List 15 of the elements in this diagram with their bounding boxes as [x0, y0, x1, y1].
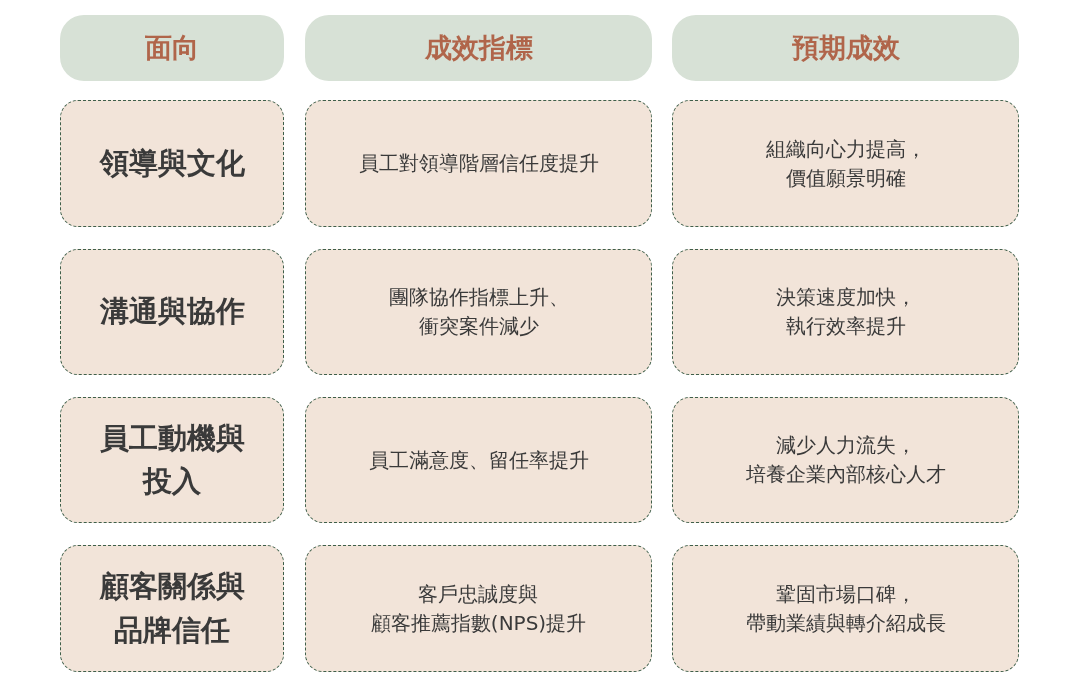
category-box: 員工動機與投入 [60, 397, 284, 523]
header-box: 成效指標 [305, 15, 652, 81]
category-box: 顧客關係與品牌信任 [60, 545, 284, 672]
cell-box: 客戶忠誠度與顧客推薦指數(NPS)提升 [305, 545, 652, 672]
cell-box: 鞏固市場口碑，帶動業績與轉介紹成長 [672, 545, 1019, 672]
category-box: 溝通與協作 [60, 249, 284, 375]
cell-box: 組織向心力提高，價值願景明確 [672, 100, 1019, 227]
cell-box: 團隊協作指標上升、衝突案件減少 [305, 249, 652, 375]
cell-box: 減少人力流失，培養企業內部核心人才 [672, 397, 1019, 523]
category-box: 領導與文化 [60, 100, 284, 227]
cell-box: 決策速度加快，執行效率提升 [672, 249, 1019, 375]
cell-box: 員工對領導階層信任度提升 [305, 100, 652, 227]
header-box: 預期成效 [672, 15, 1019, 81]
cell-box: 員工滿意度、留任率提升 [305, 397, 652, 523]
header-box: 面向 [60, 15, 284, 81]
